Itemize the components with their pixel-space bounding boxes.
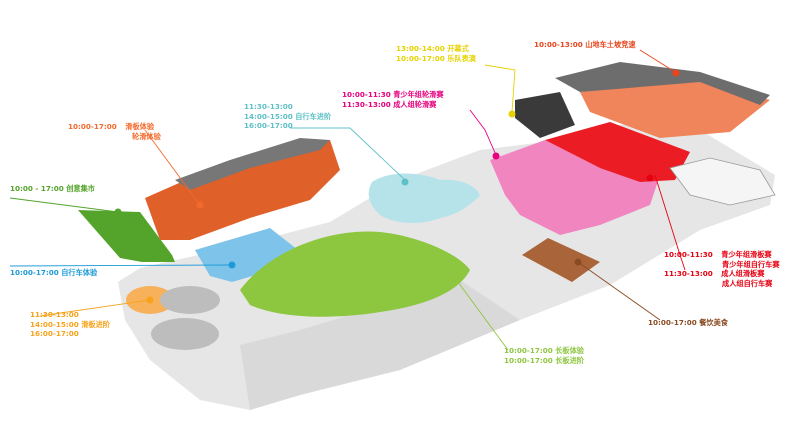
- marker-skate-experience: [196, 201, 204, 209]
- mountain-bike-label: 10:00-13:00 山地车土坡竞速: [534, 40, 636, 49]
- bike-advanced-area: [368, 173, 480, 224]
- leader-food: [577, 261, 661, 321]
- venue-ground-lower: [240, 280, 520, 410]
- skate-advanced-l3: 16:00-17:00: [30, 329, 79, 339]
- skate-experience-label: 10:00-17:00 滑板体验 轮滑体验: [68, 122, 161, 141]
- marker-opening: [508, 110, 516, 118]
- stage-structure: [515, 92, 575, 138]
- bowl: [160, 286, 220, 314]
- tent: [669, 157, 776, 206]
- leader-bike-advanced: [290, 127, 406, 181]
- longboard-label: 10:00-17:00 长板体验 10:00-17:00 长板进阶: [504, 346, 584, 365]
- leader-mountain-bike: [639, 49, 676, 73]
- leader-bike-experience: [9, 264, 231, 267]
- marker-longboard: [451, 274, 459, 282]
- roller-comp-area: [490, 140, 660, 235]
- leader-roller-comp: [469, 109, 497, 156]
- leader-creative-market: [9, 197, 119, 213]
- youth-comp-area: [545, 122, 690, 182]
- marker-food: [574, 258, 582, 266]
- leader-opening: [484, 64, 516, 113]
- roller-comp-l2: 11:30-13:00 成人组轮滑赛: [342, 99, 437, 109]
- mountain-bike-area: [580, 80, 770, 138]
- marker-roller-comp: [492, 152, 500, 160]
- skate-advanced-l2: 14:00-15:00 滑板进阶: [30, 319, 110, 329]
- food-area: [522, 238, 600, 282]
- marker-bike-experience: [228, 261, 236, 269]
- marker-bike-advanced: [401, 178, 409, 186]
- skate-building-roof: [175, 138, 330, 190]
- bike-advanced-label: 11:30-13:00 14:00-15:00 自行车进阶 16:00-17:0…: [244, 102, 331, 131]
- leader-youth-comp: [654, 174, 686, 271]
- bowl: [151, 318, 219, 350]
- skate-advanced-label: 11:30-13:00 14:00-15:00 滑板进阶 16:00-17:00: [30, 310, 110, 339]
- marker-mountain-bike: [672, 69, 680, 77]
- opening-l1: 13:00-14:00 开幕式: [396, 44, 469, 53]
- leader-skate-advanced: [39, 299, 151, 317]
- youth-comp-t1a: 青少年组滑板赛: [721, 250, 772, 259]
- marker-youth-comp: [646, 174, 654, 182]
- bike-advanced-l2: 14:00-15:00 自行车进阶: [244, 111, 332, 121]
- youth-comp-t2a: 成人组滑板赛: [721, 269, 765, 279]
- skate-advanced-l1: 11:30-13:00: [30, 310, 79, 319]
- opening-l2: 10:00-17:00 乐队表演: [396, 53, 476, 63]
- youth-comp-t2b: 成人组自行车赛: [722, 278, 773, 288]
- grandstand: [555, 62, 770, 105]
- bike-advanced-l1: 11:30-13:00: [244, 102, 293, 111]
- youth-comp-t1: 10:00-11:30: [664, 250, 713, 259]
- creative-market-label: 10:00 - 17:00 创意集市: [10, 184, 95, 193]
- marker-creative-market: [114, 208, 122, 216]
- marker-skate-advanced: [146, 296, 154, 304]
- leader-longboard: [454, 277, 509, 351]
- skate-experience-l2: 轮滑体验: [132, 131, 161, 141]
- longboard-l2: 10:00-17:00 长板进阶: [504, 355, 584, 365]
- leader-skate-experience: [144, 129, 201, 206]
- longboard-l1: 10:00-17:00 长板体验: [504, 346, 584, 355]
- youth-comp-t1b: 青少年组自行车赛: [722, 259, 780, 269]
- roller-comp-l1: 10:00-11:30 青少年组轮滑赛: [342, 90, 444, 99]
- skate-experience-time: 10:00-17:00: [68, 122, 117, 131]
- opening-label: 13:00-14:00 开幕式 10:00-17:00 乐队表演: [396, 44, 476, 63]
- longboard-area: [240, 231, 470, 317]
- youth-comp-label: 10:00-11:30 青少年组滑板赛 青少年组自行车赛 11:30-13:00…: [664, 250, 780, 288]
- skate-building: [145, 140, 340, 240]
- food-label: 10:00-17:00 餐饮美食: [648, 318, 728, 327]
- youth-comp-t2: 11:30-13:00: [664, 269, 713, 279]
- roller-comp-label: 10:00-11:30 青少年组轮滑赛 11:30-13:00 成人组轮滑赛: [342, 90, 444, 109]
- creative-market-area: [78, 210, 175, 262]
- bike-advanced-l3: 16:00-17:00: [244, 121, 293, 131]
- bike-experience-label: 10:00-17:00 自行车体验: [10, 268, 98, 277]
- skate-experience-l1: 滑板体验: [125, 122, 155, 131]
